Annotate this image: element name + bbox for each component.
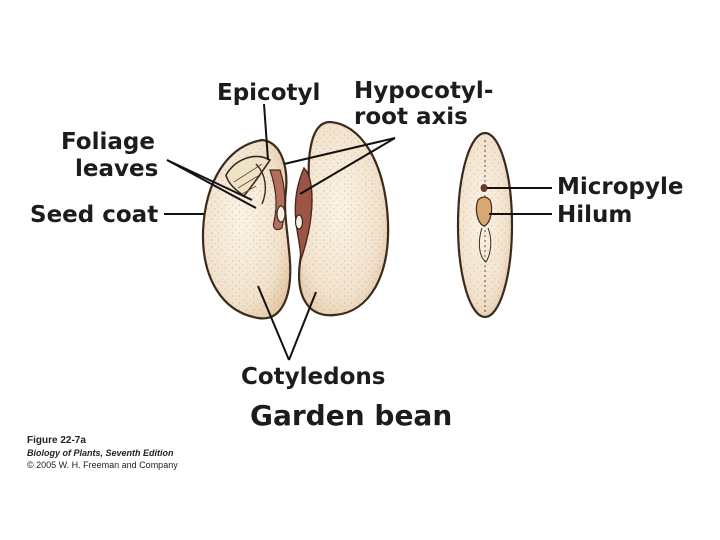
hypocotyl-label-line1: Hypocotyl-: [354, 78, 494, 104]
seed-coat-label: Seed coat: [30, 202, 159, 228]
micropyle-label: Micropyle: [557, 174, 684, 200]
diagram-title: Garden bean: [250, 399, 453, 432]
foliage-label-line2: leaves: [75, 156, 159, 182]
copyright-line: © 2005 W. H. Freeman and Company: [27, 460, 178, 470]
book-title: Biology of Plants, Seventh Edition: [27, 448, 174, 458]
epicotyl-label: Epicotyl: [217, 80, 321, 106]
hilum-mark: [475, 196, 493, 227]
hypocotyl-label-line2: root axis: [354, 104, 468, 130]
cotyledons-label: Cotyledons: [241, 364, 386, 390]
hilum-label: Hilum: [557, 202, 633, 228]
foliage-label-line1: Foliage: [61, 129, 155, 155]
figure-number: Figure 22-7a: [27, 435, 86, 446]
micropyle-mark: [480, 184, 488, 192]
